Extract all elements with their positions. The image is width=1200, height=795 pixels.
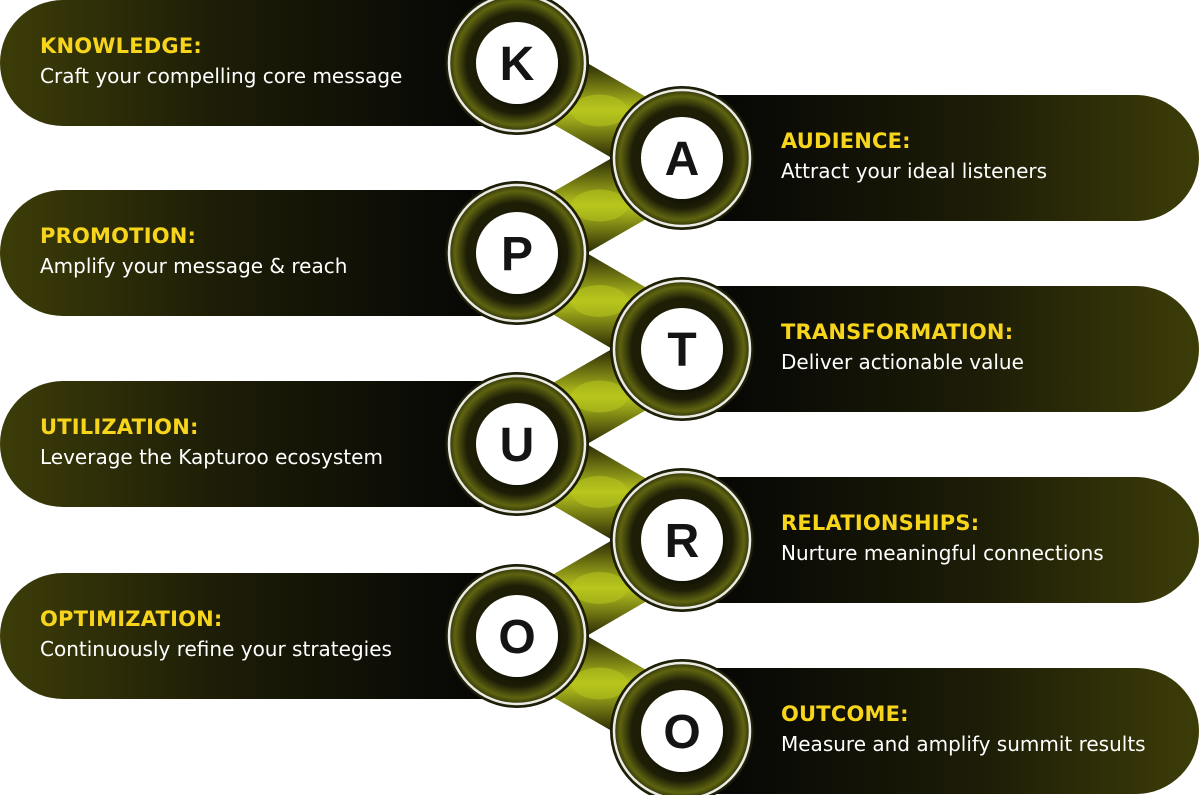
letter-circle-3 <box>476 212 558 294</box>
letter-circle-7 <box>476 595 558 677</box>
step-title-7: OPTIMIZATION: <box>40 607 223 631</box>
letter-circle-4 <box>641 308 723 390</box>
step-description-8: Measure and amplify summit results <box>781 732 1146 756</box>
step-text-3: PROMOTION: Amplify your message & reach <box>40 223 347 279</box>
connector-glow-6 <box>571 572 628 604</box>
step-pill-7 <box>0 573 497 699</box>
step-description-2: Attract your ideal listeners <box>781 159 1048 183</box>
step-letter-1: K <box>500 38 535 91</box>
letter-circle-2 <box>641 117 723 199</box>
step-pill-6 <box>702 477 1199 603</box>
letter-ring-outline-1 <box>447 0 587 133</box>
step-text-8: OUTCOME: Measure and amplify summit resul… <box>781 701 1146 757</box>
letter-ring-outline-8 <box>612 661 752 795</box>
letter-circle-1 <box>476 22 558 104</box>
step-letter-8: O <box>663 706 700 759</box>
step-letter-6: R <box>665 515 700 568</box>
step-title-1: KNOWLEDGE: <box>40 34 203 58</box>
step-text-5: UTILIZATION: Leverage the Kapturoo ecosys… <box>40 414 383 470</box>
step-description-5: Leverage the Kapturoo ecosystem <box>40 445 383 469</box>
step-text-6: RELATIONSHIPS: Nurture meaningful connect… <box>781 510 1104 566</box>
step-letter-4: T <box>667 324 696 377</box>
step-title-8: OUTCOME: <box>781 702 909 726</box>
step-letter-5: U <box>500 419 535 472</box>
step-pill-4 <box>702 286 1199 412</box>
step-text-7: OPTIMIZATION: Continuously refine your st… <box>40 606 392 662</box>
step-text-1: KNOWLEDGE: Craft your compelling core mes… <box>40 33 402 89</box>
step-text-4: TRANSFORMATION: Deliver actionable value <box>781 319 1024 375</box>
step-pill-1 <box>0 0 497 126</box>
letter-ring-outline-2 <box>612 88 752 228</box>
connector-glow-4 <box>571 380 628 413</box>
letter-circle-5 <box>476 403 558 485</box>
step-description-7: Continuously refine your strategies <box>40 637 392 661</box>
step-letter-2: A <box>665 133 700 186</box>
connector-glow-2 <box>571 189 628 222</box>
step-pill-3 <box>0 190 497 316</box>
step-description-4: Deliver actionable value <box>781 350 1024 374</box>
connector-glow-7 <box>571 667 628 700</box>
step-title-3: PROMOTION: <box>40 224 197 248</box>
connector-glow-1 <box>571 94 628 127</box>
step-title-5: UTILIZATION: <box>40 415 199 439</box>
letter-ring-outline-3 <box>447 183 587 323</box>
step-pill-5 <box>0 381 497 507</box>
step-description-6: Nurture meaningful connections <box>781 541 1104 565</box>
step-description-3: Amplify your message & reach <box>40 254 348 278</box>
step-pill-8 <box>702 668 1199 794</box>
step-text-2: AUDIENCE: Attract your ideal listeners <box>781 128 1047 184</box>
step-pill-2 <box>702 95 1199 221</box>
letter-circle-6 <box>641 499 723 581</box>
letter-ring-outline-6 <box>612 470 752 610</box>
step-title-6: RELATIONSHIPS: <box>781 511 980 535</box>
connector-glow-3 <box>571 285 628 317</box>
step-letter-3: P <box>501 228 533 281</box>
step-title-2: AUDIENCE: <box>781 129 911 153</box>
connector-glow-5 <box>571 476 628 508</box>
letter-ring-outline-5 <box>447 374 587 514</box>
letter-ring-outline-4 <box>612 279 752 419</box>
step-description-1: Craft your compelling core message <box>40 64 403 88</box>
step-title-4: TRANSFORMATION: <box>781 320 1014 344</box>
step-letter-7: O <box>498 611 535 664</box>
letter-circle-8 <box>641 690 723 772</box>
letter-ring-outline-7 <box>447 566 587 706</box>
